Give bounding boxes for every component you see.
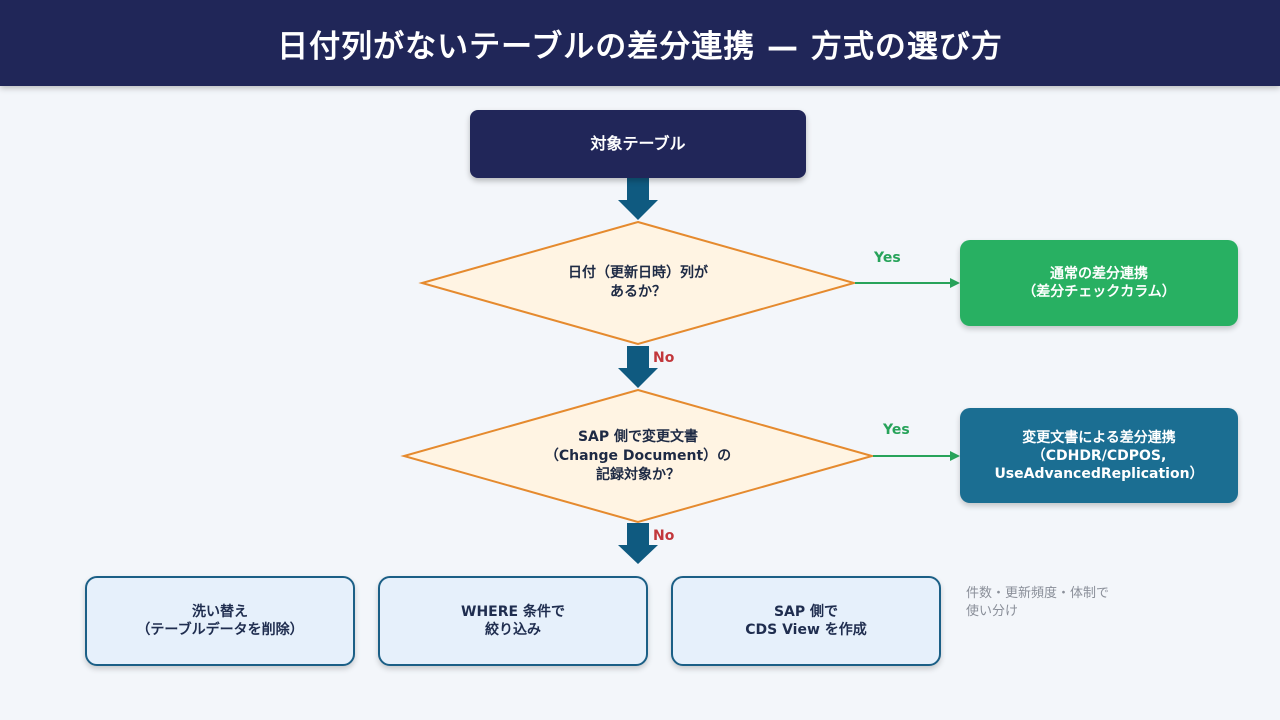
yes-arrow-head-2: [950, 451, 960, 461]
decision-diamond-2: [400, 388, 876, 524]
option-1-line-1: 洗い替え: [192, 604, 248, 620]
result-change-doc-line-1: 変更文書による差分連携: [1022, 429, 1176, 446]
result-standard-diff: 通常の差分連携 （差分チェックカラム）: [960, 240, 1238, 326]
down-arrow-3: [618, 523, 658, 564]
result-standard-line-1: 通常の差分連携: [1050, 266, 1148, 282]
down-arrow-2: [618, 346, 658, 388]
decision-2-line-1: SAP 側で変更文書: [577, 428, 699, 445]
usage-note: 件数・更新頻度・体制で 使い分け: [966, 585, 1166, 621]
option-2-line-2: 絞り込み: [485, 622, 541, 638]
option-3-line-2: CDS View を作成: [745, 622, 867, 638]
decision-2-line-3: 記録対象か？: [596, 466, 680, 483]
decision-diamond-1: [418, 220, 858, 346]
option-1-line-2: （テーブルデータを削除）: [136, 622, 304, 638]
usage-note-line-1: 件数・更新頻度・体制で: [966, 586, 1110, 601]
result-change-doc-line-2: （CDHDR/CDPOS,: [1031, 447, 1167, 464]
start-node-label: 対象テーブル: [590, 134, 686, 153]
option-2-line-1: WHERE 条件で: [461, 604, 565, 620]
no-label-2: No: [653, 528, 675, 544]
decision-1-line-2: あるか？: [610, 284, 666, 300]
start-node: 対象テーブル: [470, 110, 806, 178]
option-cds-view: SAP 側で CDS View を作成: [671, 576, 941, 666]
decision-2-text: SAP 側で変更文書 （Change Document）の 記録対象か？: [478, 421, 798, 491]
decision-1-text: 日付（更新日時）列が あるか？: [492, 252, 784, 314]
yes-label-2: Yes: [883, 422, 910, 438]
result-standard-line-2: （差分チェックカラム）: [1022, 284, 1176, 300]
option-full-reload: 洗い替え （テーブルデータを削除）: [85, 576, 355, 666]
no-label-1: No: [653, 350, 675, 366]
page-title: 日付列がないテーブルの差分連携 — 方式の選び方: [277, 28, 1003, 65]
option-3-line-1: SAP 側で: [773, 604, 839, 620]
result-change-doc-line-3: UseAdvancedReplication）: [994, 465, 1204, 482]
down-arrow-1: [618, 178, 658, 220]
decision-1-line-1: 日付（更新日時）列が: [568, 265, 708, 281]
yes-arrow-head-1: [950, 278, 960, 288]
decision-2-line-2: （Change Document）の: [544, 447, 732, 464]
result-change-document: 変更文書による差分連携 （CDHDR/CDPOS, UseAdvancedRep…: [960, 408, 1238, 503]
yes-label-1: Yes: [874, 250, 901, 266]
usage-note-line-2: 使い分け: [966, 604, 1019, 619]
header-bar: 日付列がないテーブルの差分連携 — 方式の選び方: [0, 0, 1280, 86]
option-where-filter: WHERE 条件で 絞り込み: [378, 576, 648, 666]
